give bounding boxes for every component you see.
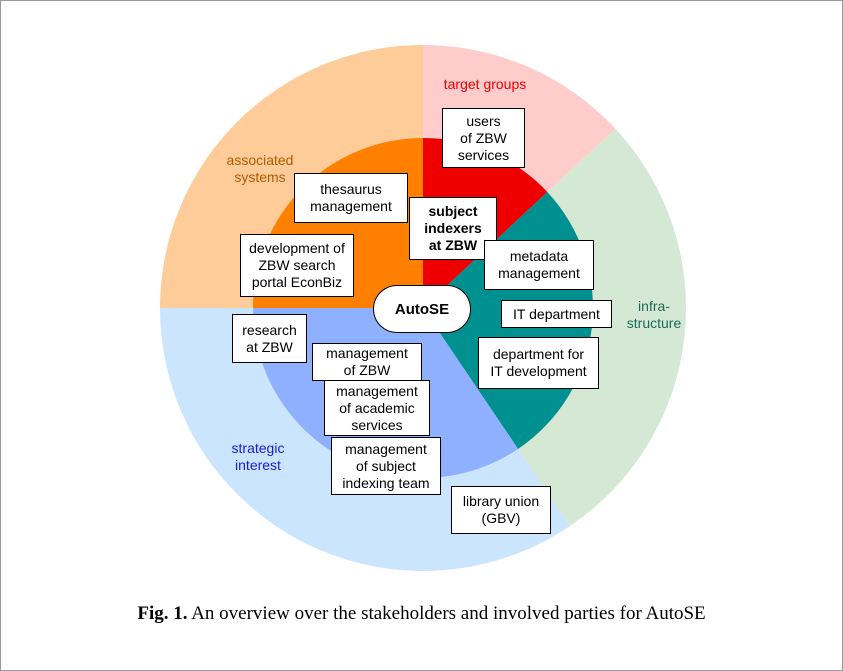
box-users-of-zbw-services: users of ZBW services bbox=[442, 108, 525, 168]
figure-caption: Fig. 1. An overview over the stakeholder… bbox=[0, 603, 843, 625]
box-library-union-gbv: library union (GBV) bbox=[451, 486, 551, 534]
box-management-of-academic-services: management of academic services bbox=[324, 380, 430, 436]
caption-label: Fig. 1. bbox=[137, 603, 188, 624]
box-management-of-zbw: management of ZBW bbox=[312, 343, 422, 381]
region-label-associated-systems: associated systems bbox=[226, 152, 294, 185]
region-label-target-groups: target groups bbox=[443, 76, 527, 92]
box-thesaurus-management: thesaurus management bbox=[294, 173, 408, 223]
stakeholder-diagram bbox=[160, 45, 687, 572]
center-autose: AutoSE bbox=[373, 285, 471, 333]
region-label-infrastructure: infra- structure bbox=[626, 298, 682, 331]
box-metadata-management: metadata management bbox=[484, 240, 594, 290]
box-subject-indexers-at-zbw: subject indexers at ZBW bbox=[409, 197, 497, 260]
caption-text: An overview over the stakeholders and in… bbox=[191, 603, 706, 624]
box-development-zbw-search-portal: development of ZBW search portal EconBiz bbox=[240, 234, 354, 297]
box-research-at-zbw: research at ZBW bbox=[232, 314, 307, 363]
region-label-strategic-interest: strategic interest bbox=[231, 440, 285, 473]
box-department-for-it-development: department for IT development bbox=[478, 337, 599, 389]
box-management-of-subject-indexing-team: management of subject indexing team bbox=[331, 437, 441, 495]
box-it-department: IT department bbox=[501, 300, 612, 328]
